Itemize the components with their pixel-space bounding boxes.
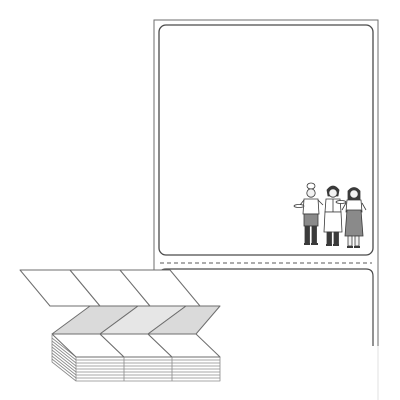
label-rounded-border — [158, 24, 374, 256]
stack-layers — [51, 335, 221, 382]
folded-panels — [51, 305, 221, 335]
flat-label-row — [19, 269, 201, 307]
fanfold-label-stack — [19, 269, 221, 382]
folded-panel-right — [147, 305, 221, 335]
stack-top-labels — [51, 333, 221, 358]
chef-figure-icon — [293, 182, 324, 245]
people-illustration — [293, 182, 367, 248]
waiter-figure-icon — [323, 185, 347, 246]
server-figure-icon — [341, 187, 367, 248]
label-sheet-outer-frame — [153, 19, 379, 346]
